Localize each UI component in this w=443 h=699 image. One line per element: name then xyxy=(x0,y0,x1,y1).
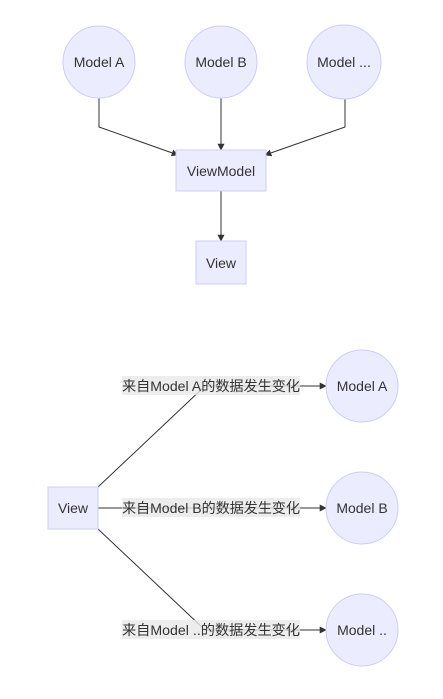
edge-model-more-to-viewmodel xyxy=(264,98,346,157)
node-model-more-label: Model ... xyxy=(317,54,371,70)
node-model-more[interactable]: Model ... xyxy=(306,24,382,100)
node-model-b[interactable]: Model B xyxy=(184,25,258,99)
node-model-b-label: Model B xyxy=(195,54,246,70)
edge-label-model-more: 来自Model ..的数据发生变化 xyxy=(122,620,300,639)
node-model-more-bottom[interactable]: Model .. xyxy=(325,593,399,667)
node-viewmodel-label: ViewModel xyxy=(187,163,255,179)
node-model-b-bottom[interactable]: Model B xyxy=(325,471,399,545)
node-model-more-bottom-label: Model .. xyxy=(337,622,387,638)
edge-label-model-a: 来自Model A的数据发生变化 xyxy=(122,376,300,395)
node-view-bottom[interactable]: View xyxy=(47,486,99,530)
edge-label-model-a-text: 来自Model A的数据发生变化 xyxy=(122,378,300,394)
edge-view-to-model-more xyxy=(97,528,327,634)
edge-label-model-more-text: 来自Model ..的数据发生变化 xyxy=(122,622,300,638)
node-model-a[interactable]: Model A xyxy=(62,25,136,99)
node-model-a-label: Model A xyxy=(74,54,125,70)
diagram-bottom: 来自Model A的数据发生变化 来自Model B的数据发生变化 来自Mode… xyxy=(47,349,399,667)
edge-view-to-model-a xyxy=(97,382,327,488)
node-view-bottom-label: View xyxy=(58,500,89,516)
node-model-a-bottom-label: Model A xyxy=(337,378,388,394)
edge-model-a-to-viewmodel xyxy=(98,98,179,157)
node-model-a-bottom[interactable]: Model A xyxy=(325,349,399,423)
diagram-top: Model A Model B Model ... ViewModel View xyxy=(62,24,382,285)
edge-label-model-b-text: 来自Model B的数据发生变化 xyxy=(122,500,300,516)
node-viewmodel[interactable]: ViewModel xyxy=(175,149,267,192)
node-view-label: View xyxy=(206,255,237,271)
node-view[interactable]: View xyxy=(195,240,247,285)
edge-label-model-b: 来自Model B的数据发生变化 xyxy=(122,498,300,517)
node-model-b-bottom-label: Model B xyxy=(336,500,387,516)
